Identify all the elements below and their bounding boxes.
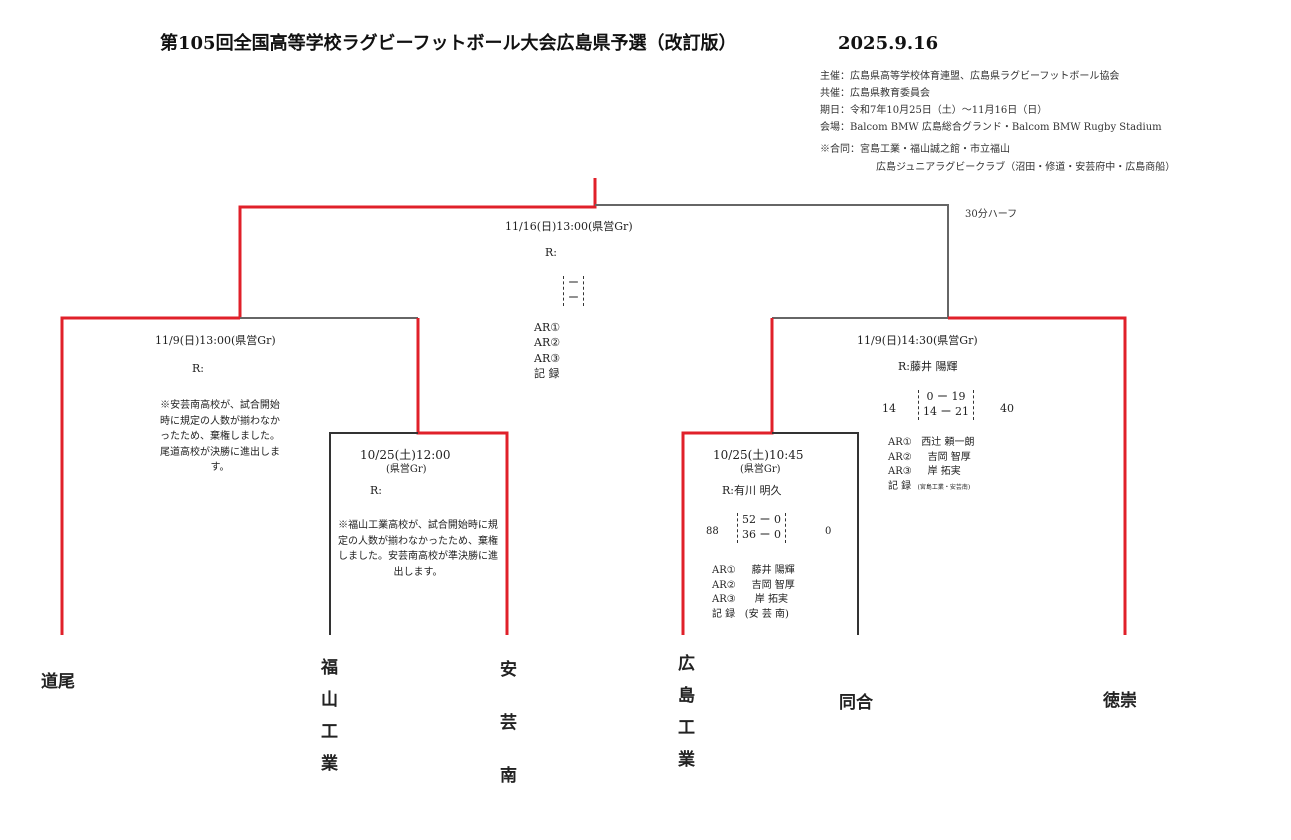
- qf-right-referee: R:有川 明久: [722, 484, 782, 497]
- info-organizer: 主催：広島県高等学校体育連盟、広島県ラグビーフットボール協会: [820, 71, 1120, 82]
- qf-left-venue: (県営Gr): [386, 464, 427, 475]
- semi-left-datetime: 11/9(日)13:00(県営Gr): [155, 334, 276, 347]
- info-venue: 会場：Balcom BMW 広島総合グランド・Balcom BMW Rugby …: [820, 122, 1162, 133]
- semi-right-datetime: 11/9(日)14:30(県営Gr): [857, 334, 978, 347]
- final-referee: R:: [545, 246, 557, 259]
- team-fukuyama-kogyo: 福山工業: [317, 658, 337, 786]
- page-title: 第105回全国高等学校ラグビーフットボール大会広島県予選（改訂版）: [160, 33, 737, 54]
- info-combined: ※合同：宮島工業・福山誠之館・市立福山: [820, 144, 1010, 155]
- final-datetime: 11/16(日)13:00(県営Gr): [505, 220, 633, 233]
- team-sotoku: 崇徳: [1099, 691, 1136, 801]
- semi-right-officials: AR① 西辻 頼一朗 AR② 吉岡 智厚 AR③ 岸 拓実 記 録 (宮島工業・…: [888, 437, 975, 492]
- semi-right-total-left: 14: [882, 402, 896, 415]
- semi-left-referee: R:: [192, 362, 204, 375]
- qf-right-venue: (県営Gr): [740, 464, 781, 475]
- qf-right-datetime: 10/25(土)10:45: [713, 448, 804, 462]
- qf-right-officials: AR① 藤井 陽輝 AR② 吉岡 智厚 AR③ 岸 拓実 記 録 (安 芸 南): [712, 565, 795, 620]
- revision-date: 2025.9.16: [838, 33, 939, 54]
- team-akiminami: 安芸南: [496, 660, 516, 819]
- qf-right-total-left: 88: [706, 526, 719, 537]
- semi-right-total-right: 40: [1000, 402, 1014, 415]
- info-combined-2: 広島ジュニアラグビークラブ（沼田・修道・安芸府中・広島商船）: [876, 162, 1176, 173]
- qf-left-datetime: 10/25(土)12:00: [360, 448, 451, 462]
- final-score: ーー: [563, 276, 584, 306]
- qf-left-referee: R:: [370, 484, 382, 497]
- qf-right-total-right: 0: [825, 526, 832, 537]
- qf-left-note: ※福山工業高校が、試合開始時に規定の人数が揃わなかったため、棄権しました。安芸南…: [338, 520, 498, 578]
- half-length: 30分ハーフ: [965, 209, 1018, 220]
- semi-right-referee: R:藤井 陽輝: [898, 360, 958, 373]
- team-onomichi: 尾道: [37, 671, 74, 777]
- team-combined: 合同: [835, 692, 872, 800]
- team-hiroshima-kogyo: 広島工業: [674, 654, 694, 782]
- semi-left-note: ※安芸南高校が、試合開始時に規定の人数が揃わなかったため、棄権しました。尾道高校…: [160, 400, 280, 473]
- info-cosponsor: 共催：広島県教育委員会: [820, 88, 930, 99]
- info-dates: 期日：令和7年10月25日（土）～11月16日（日）: [820, 105, 1048, 116]
- final-left-path: [60, 178, 597, 635]
